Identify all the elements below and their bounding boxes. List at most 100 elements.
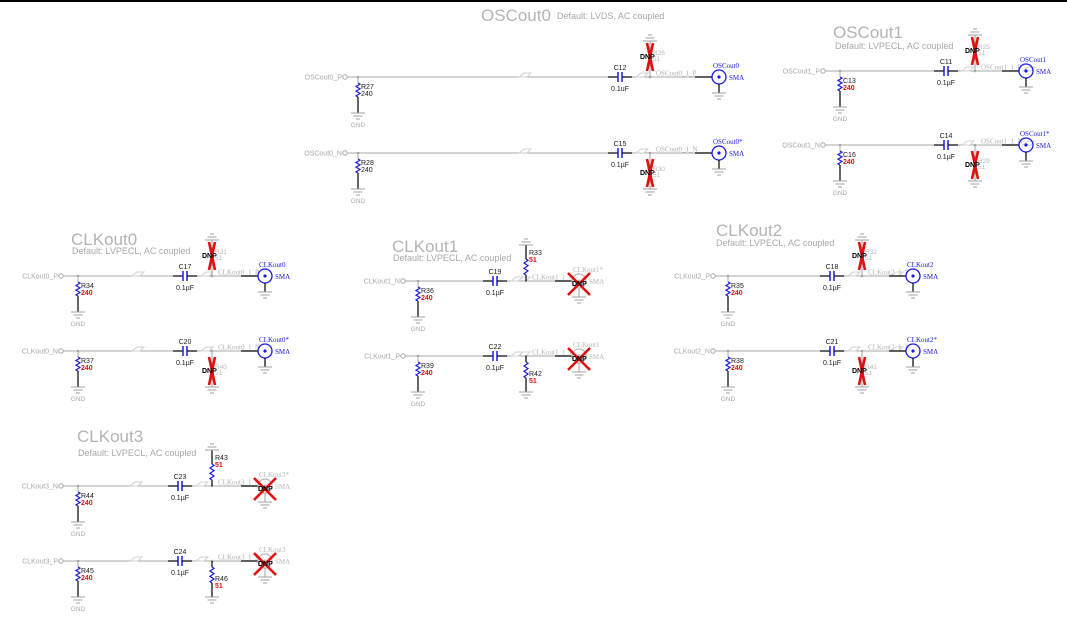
- connector-label: CLKout0*: [259, 336, 289, 344]
- term-ref-label: R42: [529, 371, 542, 378]
- dnp-cross-icon: [253, 552, 277, 576]
- gnd-label: GND: [351, 198, 366, 205]
- gnd-label: GND: [833, 116, 848, 123]
- port-icon[interactable]: [58, 483, 64, 489]
- ground-icon: [519, 391, 533, 399]
- term-ref-label: R31: [215, 249, 227, 256]
- block-subtitle: Default: LVPECL, AC coupled: [72, 246, 190, 256]
- shunt-value-label: 240: [361, 91, 373, 98]
- port-icon[interactable]: [820, 68, 826, 74]
- sma-connector[interactable]: CLKout0* SMA: [257, 336, 290, 374]
- signal-row: OSCout0_NGNDR28240C150.1µFOSCout0_1_NDNP…: [304, 138, 744, 205]
- shunt-resistor-icon: [836, 150, 844, 166]
- gnd-label: GND: [411, 401, 426, 408]
- dnp-label: DNP: [258, 561, 273, 568]
- connector-type-label: SMA: [1036, 68, 1051, 76]
- ground-icon: [1019, 160, 1033, 168]
- shunt-value-label: 240: [731, 365, 743, 372]
- gnd-label: GND: [411, 326, 426, 333]
- term-ref-label: R33: [529, 250, 542, 257]
- connector-label: CLKout1: [573, 341, 600, 349]
- cap-ref-label: C20: [179, 339, 192, 346]
- ground-icon: [205, 443, 219, 451]
- sma-connector[interactable]: OSCout1*SMA: [1018, 130, 1051, 168]
- cap-ref-label: C14: [940, 133, 953, 140]
- cap-ref-label: C19: [489, 269, 502, 276]
- term-value-label: 51: [865, 370, 873, 377]
- term-ref-label: R32: [865, 249, 877, 256]
- block-title: OSCout1: [833, 23, 903, 42]
- block-subtitle: Default: LVDS, AC coupled: [557, 11, 664, 21]
- sma-connector[interactable]: CLKout2*SMA: [905, 336, 938, 374]
- shunt-ref-label: R37: [81, 358, 94, 365]
- shunt-value-label: 240: [81, 500, 93, 507]
- port-icon[interactable]: [342, 74, 348, 80]
- cap-ref-label: C11: [940, 59, 952, 66]
- dnp-cross-icon: [970, 36, 980, 66]
- ground-icon: [833, 180, 847, 188]
- port-icon[interactable]: [342, 150, 348, 156]
- shunt-resistor-icon: [724, 281, 732, 297]
- connector-type-label: SMA: [923, 348, 938, 356]
- off-page-arrow-icon: [128, 556, 144, 562]
- input-net-label: OSCout0_N: [304, 151, 342, 158]
- input-net-label: OSCout1_N: [782, 143, 820, 150]
- port-icon[interactable]: [58, 558, 64, 564]
- ground-icon: [833, 106, 847, 114]
- dnp-label: DNP: [572, 356, 587, 363]
- gnd-label: GND: [351, 122, 366, 129]
- cap-ref-label: C18: [826, 264, 839, 271]
- connector-type-label: SMA: [729, 74, 744, 82]
- port-icon[interactable]: [58, 273, 64, 279]
- connector-label: CLKout1*: [573, 266, 603, 274]
- port-icon[interactable]: [710, 348, 716, 354]
- dnp-label: DNP: [640, 170, 655, 177]
- off-page-arrow-icon: [199, 271, 215, 277]
- dnp-cross-icon: [970, 150, 980, 180]
- ground-icon: [205, 233, 219, 241]
- cap-value-label: 0.1µF: [611, 162, 629, 169]
- sma-center-pin: [911, 274, 915, 278]
- ground-icon: [712, 92, 726, 100]
- connector-label: OSCout1: [1020, 56, 1047, 64]
- port-icon[interactable]: [400, 278, 406, 284]
- cap-ref-label: C12: [614, 65, 627, 72]
- ground-icon: [71, 521, 85, 529]
- ground-icon: [351, 112, 365, 120]
- dnp-cross-icon: [645, 42, 655, 72]
- cap-ref-label: C15: [614, 141, 627, 148]
- connector-type-label: SMA: [275, 348, 290, 356]
- signal-row: OSCout1_NGNDC16240C140.1µFOSCout1_1_NDNP…: [782, 130, 1051, 197]
- cap-value-label: 0.1µF: [171, 570, 189, 577]
- shunt-ref-label: R45: [81, 568, 94, 575]
- term-value-label: 51: [653, 56, 661, 63]
- shunt-ref-label: C16: [843, 152, 856, 159]
- connector-type-label: SMA: [275, 483, 290, 491]
- port-icon[interactable]: [58, 348, 64, 354]
- sma-connector[interactable]: OSCout0*SMA: [711, 138, 744, 176]
- signal-row: CLKout2_NGNDR38240C210.1µFCLKout2_1_NDNP…: [674, 336, 938, 403]
- off-page-arrow-icon: [960, 140, 976, 146]
- term-ref-label: R29: [978, 158, 990, 165]
- port-icon[interactable]: [400, 353, 406, 359]
- output-net-label: CLKout0_1_N: [218, 344, 260, 352]
- ground-icon: [519, 238, 533, 246]
- term-value-label: 51: [215, 255, 223, 262]
- ground-icon: [855, 386, 869, 394]
- signal-row: CLKout1_PGNDR39240C220.1µFCLKout1_1_PR42…: [364, 341, 604, 408]
- output-net-label: CLKout3_1_N: [218, 479, 260, 487]
- off-page-arrow-icon: [509, 276, 525, 282]
- port-icon[interactable]: [710, 273, 716, 279]
- port-icon[interactable]: [820, 142, 826, 148]
- dnp-cross-icon: [253, 477, 277, 501]
